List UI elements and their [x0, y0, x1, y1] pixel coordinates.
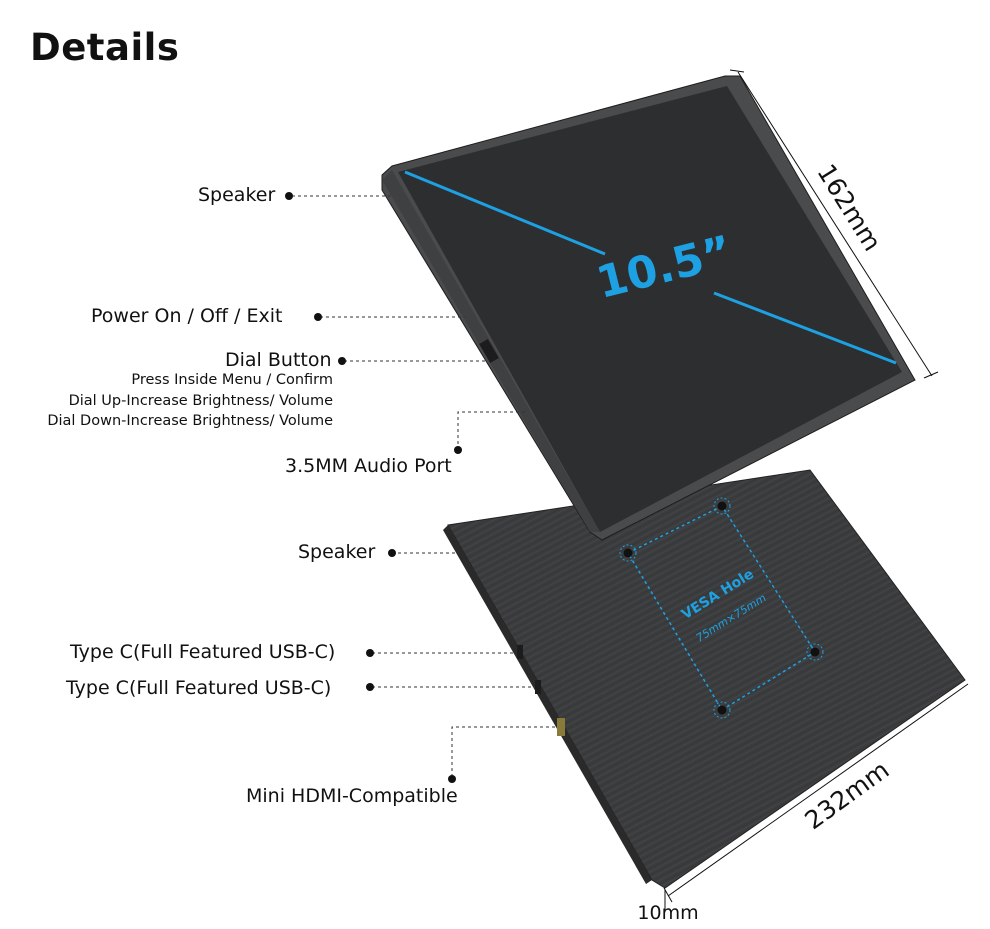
callout-lines	[292, 195, 560, 777]
dimension-depth: 10mm	[637, 890, 699, 924]
dial-label: Dial Button	[225, 349, 332, 371]
dial-note-1: Press Inside Menu / Confirm	[131, 372, 333, 388]
speaker-bottom-label: Speaker	[298, 541, 376, 563]
ports	[479, 338, 565, 736]
typec-2-label: Type C(Full Featured USB-C)	[66, 677, 332, 699]
audio-port-label: 3.5MM Audio Port	[285, 455, 452, 477]
depth-label: 10mm	[637, 902, 698, 924]
power-label: Power On / Off / Exit	[91, 305, 283, 327]
monitor-front	[381, 75, 916, 541]
dial-note-3: Dial Down-Increase Brightness/ Volume	[47, 413, 333, 429]
page-title: Details	[30, 26, 180, 69]
typec-1-label: Type C(Full Featured USB-C)	[70, 641, 336, 663]
back-panel	[443, 469, 966, 889]
speaker-top-label: Speaker	[198, 184, 276, 206]
dial-note-2: Dial Up-Increase Brightness/ Volume	[68, 393, 333, 409]
hdmi-label: Mini HDMI-Compatible	[246, 785, 458, 807]
callout-dots	[285, 192, 462, 783]
